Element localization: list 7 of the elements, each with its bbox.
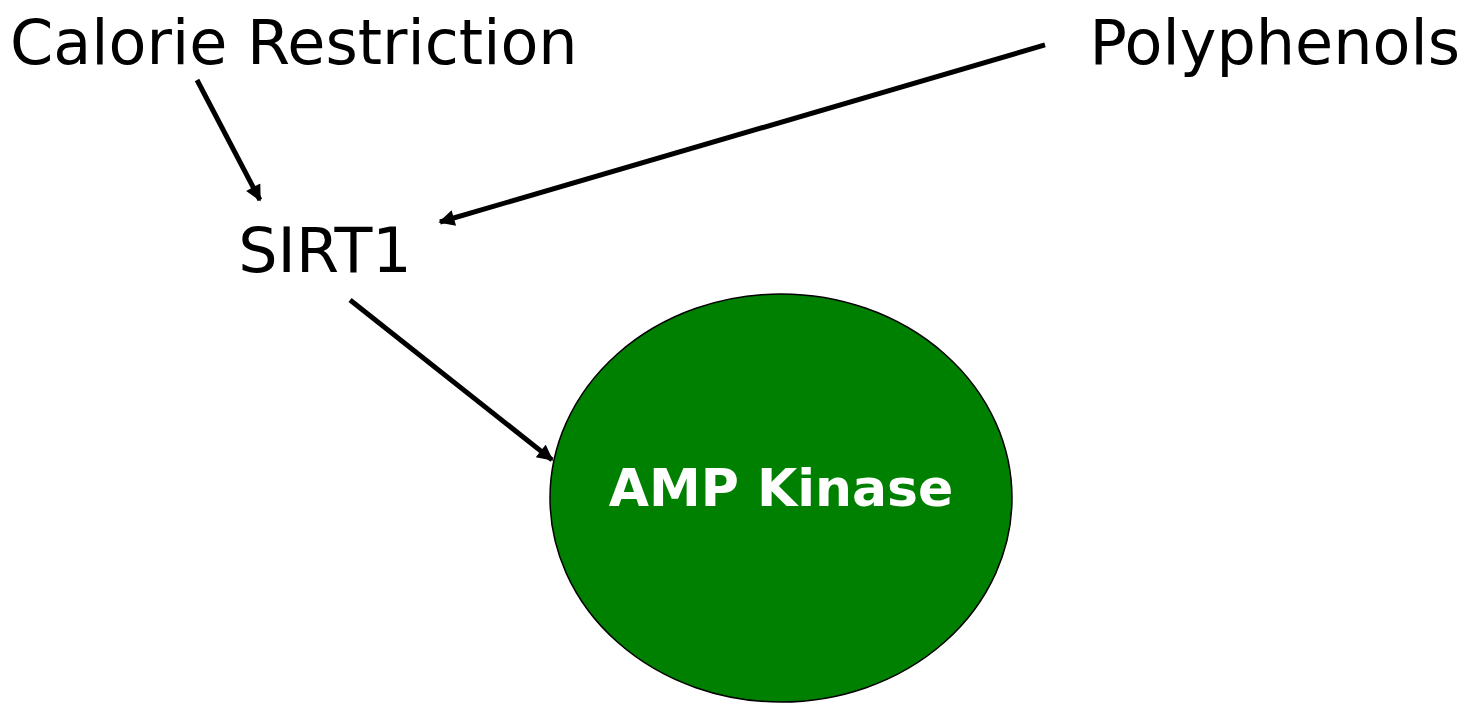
node-label: Polyphenols	[1089, 6, 1460, 79]
arrow	[194, 78, 263, 202]
node-label: Calorie Restriction	[10, 6, 578, 79]
arrow	[348, 298, 554, 462]
ellipse-label: AMP Kinase	[608, 458, 954, 518]
node-label: SIRT1	[238, 213, 412, 287]
arrow	[438, 42, 1046, 226]
